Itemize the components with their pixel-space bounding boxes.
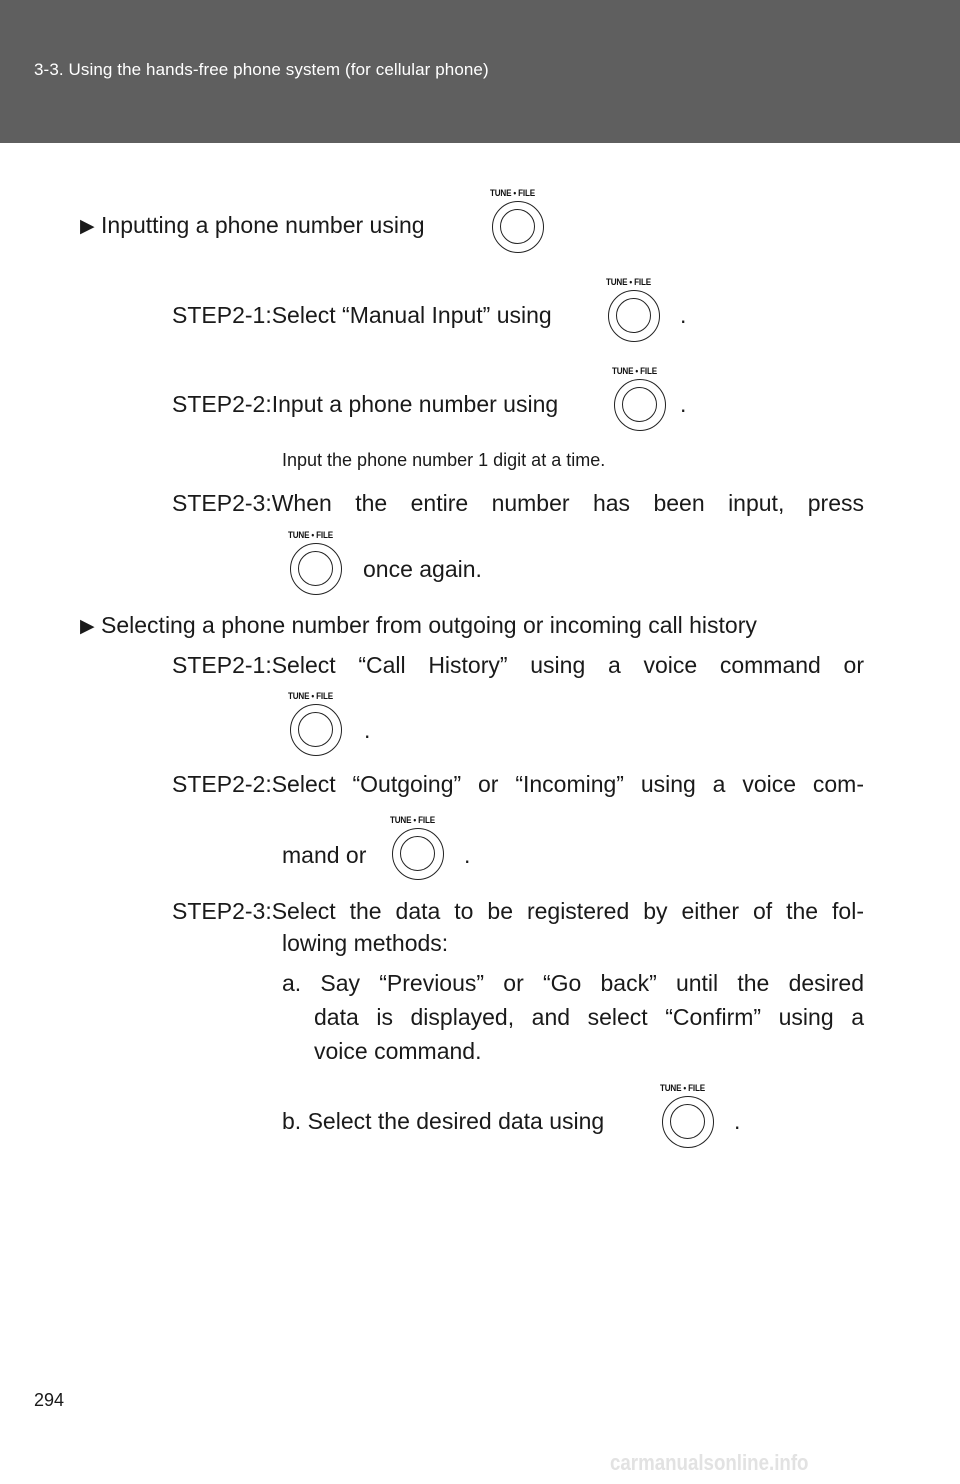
s1-step2: STEP2-2:Input a phone number using [172,391,559,417]
s1-step1: STEP2-1:Select “Manual Input” using [172,302,552,328]
s2-step1-line1: STEP2-1:Select “Call History” using a vo… [172,652,864,678]
heading-selecting-from-history: ▶ Selecting a phone number from outgoing… [80,612,757,638]
s1-step3-line1: STEP2-3:When the entire number has been … [172,490,864,516]
option-b-text: b. Select the desired data using [282,1108,605,1134]
watermark: carmanualsonline.info [610,1450,809,1475]
option-a-line3: voice command. [314,1038,482,1064]
tune-file-knob-icon: TUNE • FILE [484,188,552,260]
heading-inputting-phone-number: ▶ Inputting a phone number using [80,212,425,238]
s2-step2-line2: mand or [282,842,367,868]
s2-step3-line1: STEP2-3:Select the data to be registered… [172,898,864,924]
tune-file-knob-icon: TUNE • FILE [600,277,668,349]
s2-step3-line2: lowing methods: [282,930,449,956]
section-header-bar: 3-3. Using the hands-free phone system (… [0,0,960,143]
tune-file-knob-icon: TUNE • FILE [282,691,350,763]
s1-step1-period: . [680,302,687,328]
s1-step2-note: Input the phone number 1 digit at a time… [282,450,606,470]
s2-step1-period: . [364,717,371,743]
option-a-line2: data is displayed, and select “Confirm” … [314,1004,864,1030]
bullet-arrow-icon: ▶ [80,216,95,237]
tune-file-knob-icon: TUNE • FILE [654,1083,722,1155]
tune-file-knob-icon: TUNE • FILE [606,366,674,438]
tune-file-knob-icon: TUNE • FILE [384,815,452,887]
option-b-period: . [734,1108,741,1134]
option-a-line1: a. Say “Previous” or “Go back” until the… [282,970,864,996]
bullet-arrow-icon: ▶ [80,616,95,637]
section-title: 3-3. Using the hands-free phone system (… [34,60,489,79]
s1-step3-line2: once again. [363,556,482,582]
s1-step2-period: . [680,391,687,417]
s2-step2-line1: STEP2-2:Select “Outgoing” or “Incoming” … [172,771,864,797]
tune-file-knob-icon: TUNE • FILE [282,530,350,602]
s2-step2-period: . [464,842,471,868]
page-number: 294 [34,1390,65,1410]
